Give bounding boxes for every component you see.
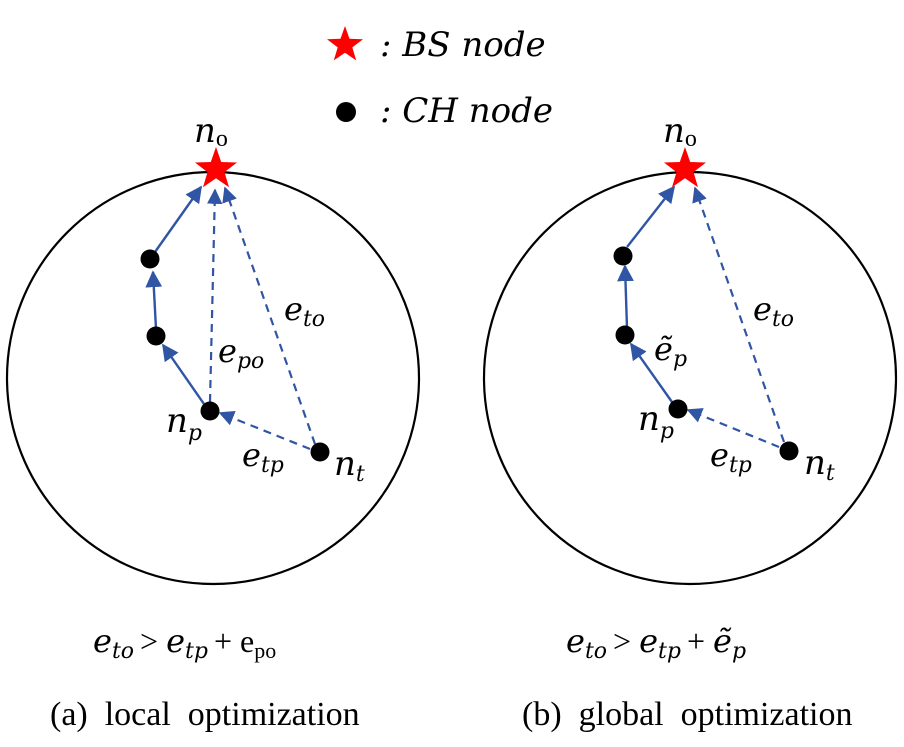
edge-nt-to-np-dashed [686,408,780,449]
edge-nt-to-bs-dashed [222,186,317,445]
network-boundary-circle [482,170,898,586]
edge-nt-to-np-dashed [218,410,311,451]
edge-np-to-bs-dashed [206,188,223,403]
ch-node-legend-icon [336,102,356,122]
edge-np-to-ch2 [162,343,205,405]
ch-node-nt [310,442,330,462]
ch-node [615,325,635,345]
caption-b: (b) global optimization [522,696,853,733]
bs-node [664,147,706,188]
ch-node [146,326,166,346]
ch-node-legend-label: : CH node [380,91,553,131]
bs-node-legend-label: : BS node [380,25,546,65]
label-n-t: nt [804,443,835,486]
label-n-p: np [166,401,202,446]
label-e-to: eto [284,290,325,332]
ch-node-np [668,399,688,419]
edge-ch2-to-ch1 [145,270,163,330]
edge-ch1-to-bs [154,185,202,253]
bs-node [195,147,237,188]
ch-node-nt [779,441,799,461]
caption-a: (a) local optimization [50,696,360,733]
panel-a: no eto epo np etp nt eto>etp+epo (a) loc… [5,111,421,733]
label-e-tp: etp [710,436,752,478]
label-e-mid: ẽp [654,330,687,372]
edge-ch2-to-ch1 [617,264,634,329]
edge-nt-to-bs-dashed [692,186,786,443]
label-e-mid: epo [218,332,264,374]
formula-a: eto>etp+epo [93,622,276,664]
ch-node-np [200,401,220,421]
label-e-tp: etp [242,436,284,478]
label-n-p: np [638,399,674,444]
label-n-o: no [194,111,228,152]
label-n-o: no [663,111,697,152]
ch-node [613,246,633,266]
edge-ch1-to-bs [626,185,676,248]
legend: : BS node : CH node [327,25,553,131]
bs-node-legend-icon [327,26,363,61]
label-e-to: eto [753,290,794,332]
edge-np-to-ch2 [630,342,673,403]
ch-node [140,249,160,269]
panel-b: no eto ẽp np etp nt eto>etp+ẽp (b) globa… [482,111,898,733]
label-n-t: nt [334,444,365,487]
formula-b: eto>etp+ẽp [566,622,746,664]
